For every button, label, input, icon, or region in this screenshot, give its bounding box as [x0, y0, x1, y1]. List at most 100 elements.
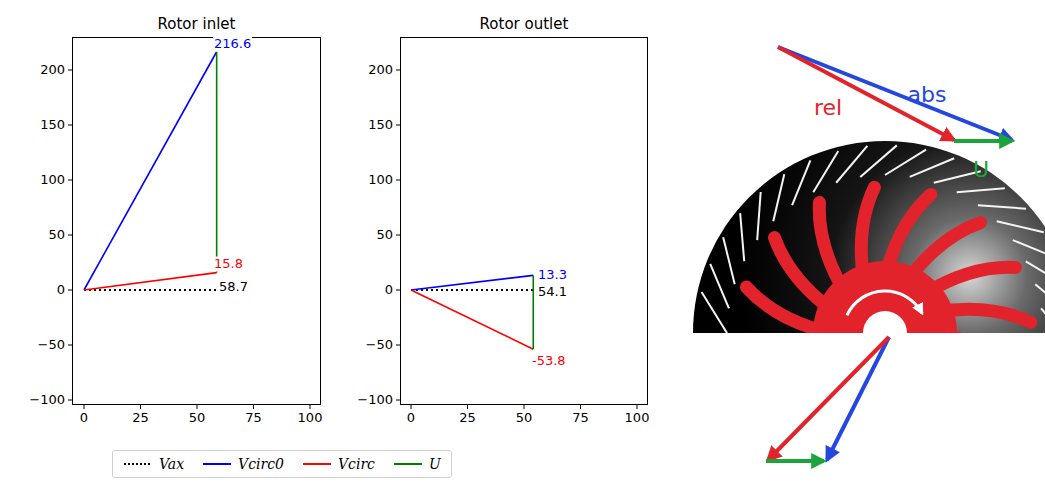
- rotor: [739, 187, 1030, 333]
- tick-label: 75: [245, 411, 262, 426]
- tick-label: 0: [80, 411, 88, 426]
- stator-vane: [957, 188, 1005, 192]
- legend-entry: Vax: [123, 456, 184, 472]
- tick-label: 150: [368, 118, 393, 133]
- rotor-blade: [924, 267, 1016, 294]
- value-label: 58.7: [218, 280, 249, 295]
- tick-label: −50: [366, 338, 393, 353]
- stator-vane: [1041, 308, 1045, 333]
- tick-label: 0: [385, 283, 393, 298]
- axial-velocity-line: [411, 289, 533, 291]
- rotor-blade: [861, 187, 874, 282]
- tick-label: 200: [40, 63, 65, 78]
- legend-text: Vcirc: [338, 456, 375, 472]
- tick-label: 0: [407, 411, 415, 426]
- rotor-blade: [819, 203, 846, 295]
- plot-lines: [68, 52, 637, 409]
- tick-label: 50: [48, 228, 65, 243]
- stator-vane: [723, 237, 735, 284]
- axes-frame: Rotor outlet: [400, 37, 648, 405]
- tick-mark: [580, 405, 581, 409]
- legend-sample: [393, 459, 423, 469]
- legend-sample: [123, 459, 153, 469]
- plot-title: Rotor outlet: [401, 15, 647, 33]
- rotor-blade: [936, 309, 1031, 322]
- tick-label: 0: [57, 283, 65, 298]
- tick-label: −100: [357, 393, 393, 408]
- relative-velocity-line: [411, 290, 533, 349]
- tick-label: 50: [376, 228, 393, 243]
- value-label: 54.1: [537, 285, 568, 300]
- stator-disk: [693, 141, 1045, 333]
- tick-label: −100: [29, 393, 65, 408]
- tick-mark: [310, 405, 311, 409]
- blade-speed-arrow: [954, 139, 1012, 143]
- legend-line: [303, 463, 331, 465]
- blade-speed-arrow: [766, 459, 824, 463]
- tick-label: 100: [625, 411, 650, 426]
- stator-vane: [740, 213, 744, 261]
- stator-vane: [1013, 240, 1045, 258]
- relative-velocity-line: [84, 273, 217, 290]
- blade-speed-line: [532, 275, 534, 349]
- stator-vane: [978, 205, 1026, 209]
- tick-mark: [524, 405, 525, 409]
- absolute-velocity-line: [411, 275, 533, 290]
- legend-entry: Vcirc0: [202, 456, 284, 472]
- absolute-velocity-line: [84, 52, 217, 290]
- value-label: -53.8: [531, 354, 567, 369]
- legend-line: [203, 463, 231, 465]
- tick-mark: [84, 405, 85, 409]
- blade-speed-line: [216, 52, 218, 273]
- hub-bore: [863, 311, 907, 333]
- stator-vane: [1026, 261, 1045, 286]
- tick-label: 25: [132, 411, 149, 426]
- tick-mark: [411, 405, 412, 409]
- tick-label: −50: [38, 338, 65, 353]
- stator-vane: [773, 174, 784, 221]
- legend-entry: U: [393, 456, 441, 472]
- legend-line: [124, 463, 152, 465]
- tick-mark: [253, 405, 254, 409]
- stator-vane: [885, 150, 926, 175]
- tick-label: 50: [189, 411, 206, 426]
- absolute-velocity-arrow: [778, 47, 1012, 140]
- u-label: U: [973, 157, 989, 182]
- stator-vane: [836, 146, 867, 183]
- value-label: 13.3: [537, 268, 568, 283]
- tick-mark: [467, 405, 468, 409]
- tick-label: 50: [516, 411, 533, 426]
- legend-text: Vax: [159, 456, 184, 472]
- legend-text: Vcirc0: [238, 456, 284, 472]
- tick-mark: [637, 405, 638, 409]
- stator-vane: [757, 192, 761, 240]
- tick-label: 150: [40, 118, 65, 133]
- axes-frame: Rotor inlet: [72, 37, 321, 405]
- stator-vane: [702, 292, 727, 333]
- legend-entry: Vcirc: [302, 456, 375, 472]
- legend-text: U: [429, 456, 441, 472]
- relative-velocity-arrow: [768, 337, 889, 460]
- legend-sample: [302, 459, 332, 469]
- rotation-arrow: [847, 291, 922, 315]
- stator-vane: [792, 160, 810, 205]
- turbine-illustration: [693, 47, 1045, 487]
- relative-velocity-arrow: [778, 47, 954, 140]
- axial-velocity-line: [84, 289, 217, 291]
- absolute-velocity-arrow: [827, 337, 889, 460]
- stator-vane: [710, 264, 729, 309]
- tick-label: 25: [459, 411, 476, 426]
- value-label: 216.6: [213, 37, 252, 52]
- turbine-wheel: [693, 141, 1045, 333]
- legend: Vax Vcirc0 Vcirc U: [112, 450, 452, 478]
- tick-label: 100: [40, 173, 65, 188]
- value-label: 15.8: [213, 257, 244, 272]
- tick-label: 100: [298, 411, 323, 426]
- tick-mark: [197, 405, 198, 409]
- stator-vane: [910, 158, 955, 177]
- rel-label: rel: [814, 95, 842, 120]
- plot-title: Rotor inlet: [73, 15, 320, 33]
- tick-mark: [140, 405, 141, 409]
- tick-label: 200: [368, 63, 393, 78]
